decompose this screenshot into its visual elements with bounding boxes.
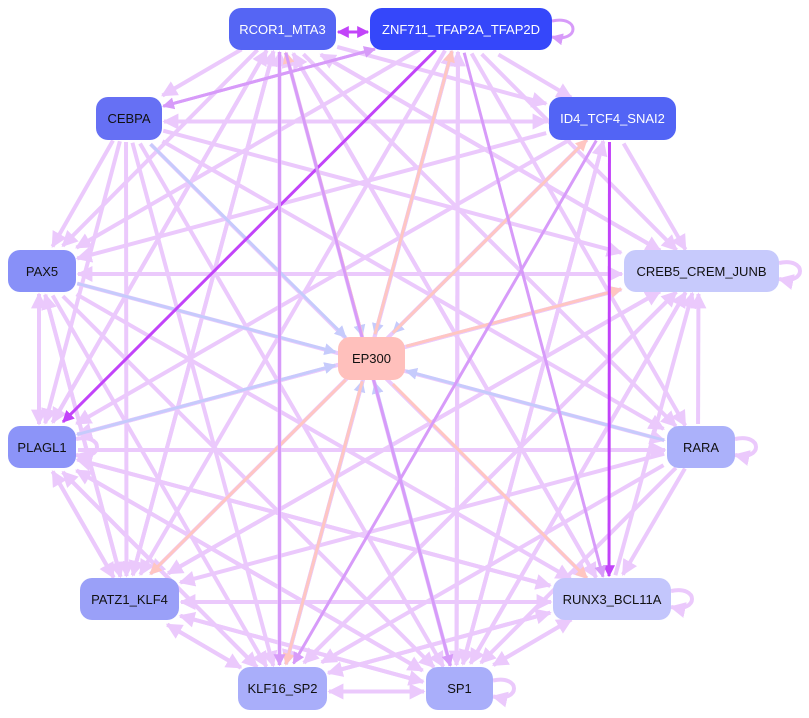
node-plagl1[interactable]: PLAGL1 (8, 426, 76, 468)
node-sp1[interactable]: SP1 (426, 667, 493, 710)
edge-RARA-to-PATZ1_KLF4 (178, 451, 665, 587)
edge-RUNX3_BCL11A-to-RUNX3_BCL11A (669, 588, 694, 618)
edge-CEBPA-to-KLF16_SP2 (130, 142, 278, 668)
edge-ZNF711_TFAP2A_TFAP2D-to-RUNX3_BCL11A (462, 52, 607, 578)
edge-RARA-to-SP1 (479, 466, 678, 665)
edge-PAX5-to-EP300 (76, 282, 337, 355)
edge-ZNF711_TFAP2A_TFAP2D-to-CEBPA (162, 47, 376, 110)
edge-ZNF711_TFAP2A_TFAP2D-to-CREB5_CREM_JUNB (480, 52, 678, 252)
node-patz1-klf4[interactable]: PATZ1_KLF4 (80, 578, 179, 620)
edge-RCOR1_MTA3-to-CEBPA (161, 47, 243, 98)
edge-CREB5_CREM_JUNB-to-CREB5_CREM_JUNB (777, 260, 802, 290)
node-cebpa[interactable]: CEBPA (96, 97, 162, 140)
node-ep300[interactable]: EP300 (338, 337, 405, 380)
node-klf16-sp2[interactable]: KLF16_SP2 (238, 667, 327, 710)
edge-PAX5-to-PATZ1_KLF4 (43, 294, 125, 579)
edge-EP300-to-CREB5_CREM_JUNB (405, 286, 623, 348)
node-creb5-crem-junb[interactable]: CREB5_CREM_JUNB (624, 250, 779, 292)
edge-CEBPA-to-CREB5_CREM_JUNB (162, 128, 623, 257)
edge-RARA-to-KLF16_SP2 (320, 463, 665, 665)
edges-layer (31, 18, 802, 708)
edge-ZNF711_TFAP2A_TFAP2D-to-PATZ1_KLF4 (138, 49, 447, 576)
edge-RUNX3_BCL11A-to-SP1 (492, 617, 573, 667)
edge-EP300-to-PATZ1_KLF4 (149, 378, 347, 575)
edge-SP1-to-SP1 (491, 677, 516, 708)
edge-ZNF711_TFAP2A_TFAP2D-to-SP1 (448, 51, 465, 667)
edge-ID4_TCF4_SNAI2-to-PAX5 (75, 131, 547, 263)
edge-CEBPA-to-SP1 (138, 142, 446, 668)
edge-ZNF711_TFAP2A_TFAP2D-to-ID4_TCF4_SNAI2 (497, 52, 573, 100)
edge-RUNX3_BCL11A-to-KLF16_SP2 (326, 610, 551, 677)
node-rcor1-mta3[interactable]: RCOR1_MTA3 (229, 8, 336, 50)
edge-PAX5-to-RUNX3_BCL11A (75, 292, 572, 581)
edge-PATZ1_KLF4-to-KLF16_SP2 (166, 622, 243, 670)
edge-ZNF711_TFAP2A_TFAP2D-to-RARA (469, 52, 687, 427)
edge-ZNF711_TFAP2A_TFAP2D-to-PLAGL1 (61, 48, 437, 423)
edge-RCOR1_MTA3-to-RARA (301, 52, 678, 428)
edge-CEBPA-to-EP300 (149, 143, 347, 339)
edge-EP300-to-ID4_TCF4_SNAI2 (391, 138, 588, 334)
edge-PLAGL1-to-EP300 (76, 362, 337, 436)
edge-RARA-to-RARA (733, 436, 758, 466)
edge-EP300-to-KLF16_SP2 (282, 380, 364, 666)
edge-RCOR1_MTA3-to-PATZ1_KLF4 (128, 50, 276, 577)
edge-EP300-to-ZNF711_TFAP2A_TFAP2D (373, 50, 455, 335)
edge-RCOR1_MTA3-to-PLAGL1 (50, 49, 269, 424)
edge-PLAGL1-to-RUNX3_BCL11A (76, 457, 552, 590)
node-rara[interactable]: RARA (667, 426, 735, 468)
edge-PLAGL1-to-PATZ1_KLF4 (50, 470, 116, 579)
edge-ID4_TCF4_SNAI2-to-KLF16_SP2 (292, 139, 598, 665)
edge-RARA-to-RUNX3_BCL11A (621, 467, 687, 576)
edge-CEBPA-to-PLAGL1 (41, 140, 122, 425)
edge-CREB5_CREM_JUNB-to-PATZ1_KLF4 (166, 289, 661, 576)
edge-ID4_TCF4_SNAI2-to-PLAGL1 (75, 137, 572, 426)
edge-CEBPA-to-RARA (161, 139, 665, 431)
edge-PLAGL1-to-PLAGL1 (74, 436, 99, 466)
node-pax5[interactable]: PAX5 (8, 250, 76, 292)
node-znf711-tfap2a-tfap2d[interactable]: ZNF711_TFAP2A_TFAP2D (370, 8, 552, 50)
edge-ID4_TCF4_SNAI2-to-CREB5_CREM_JUNB (621, 142, 688, 251)
edge-RARA-to-EP300 (405, 367, 665, 442)
edge-CEBPA-to-PAX5 (50, 139, 115, 248)
node-id4-tcf4-snai2[interactable]: ID4_TCF4_SNAI2 (549, 97, 676, 140)
edge-EP300-to-RUNX3_BCL11A (391, 383, 588, 580)
node-runx3-bcl11a[interactable]: RUNX3_BCL11A (553, 578, 671, 620)
edge-ZNF711_TFAP2A_TFAP2D-to-ZNF711_TFAP2A_TFAP2D (550, 18, 575, 46)
edge-ID4_TCF4_SNAI2-to-SP1 (458, 140, 606, 666)
edge-RCOR1_MTA3-to-PAX5 (61, 48, 259, 248)
